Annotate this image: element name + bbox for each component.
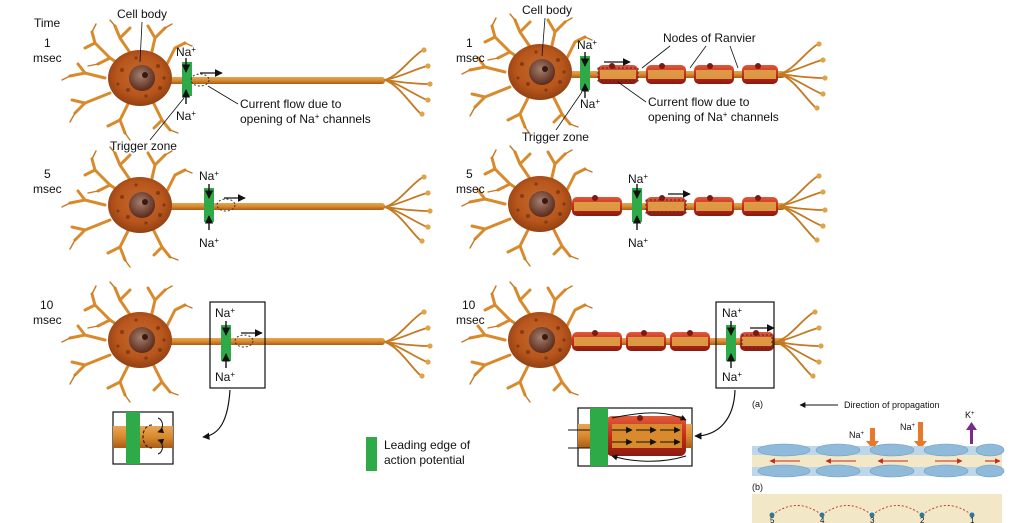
node-number: 3 [870,516,875,523]
na-label: Na+ [628,172,648,187]
time-label: Time [34,16,61,30]
left-annotations: Cell body Na+ Na+ Current flow due to op… [110,7,371,384]
na-label: Na+ [577,38,597,53]
zoom-box [209,301,266,389]
leading-edge-marker [221,325,231,361]
myelinated-neuron-1msec [460,12,829,136]
time-5-unit: msec [33,182,62,196]
time-10-number: 10 [40,298,54,312]
na-label: Na+ [215,306,235,321]
leading-edge-marker [726,325,736,361]
panel-a-label: (a) [752,399,763,409]
legend-label-1: Leading edge of [384,438,471,452]
leading-edge-marker [182,62,192,96]
na-label: Na+ [176,109,196,124]
cell-body-label: Cell body [522,3,572,17]
unmyelinated-neuron-1msec [60,18,434,142]
direction-label: Direction of propagation [844,400,940,410]
myelin-sheaths [572,330,774,351]
unmyelinated-zoom-inset [112,411,174,465]
node-number: 4 [820,516,825,523]
na-label: Na+ [722,370,742,385]
time-5-number: 5 [44,167,51,181]
time-10-unit-right: msec [456,313,485,327]
trigger-zone-label: Trigger zone [522,130,589,144]
inset-k-label: K+ [965,410,975,420]
node-number: 1 [970,516,975,523]
inset-na-label: Na+ [849,430,865,440]
myelinated-neuron-10msec [460,280,825,467]
legend: Leading edge of action potential [366,437,471,471]
nodes-of-ranvier-label: Nodes of Ranvier [663,31,756,45]
leading-edge-marker [632,188,642,222]
current-flow-label-2: opening of Na+ channels [648,110,779,125]
myelin-sheaths [572,195,778,216]
myelinated-neuron-5msec [460,144,829,268]
zoom-box [715,301,775,389]
current-flow-label: Current flow due to [648,95,750,109]
trigger-zone-label: Trigger zone [110,139,177,153]
na-label: Na+ [199,169,219,184]
time-1-unit: msec [33,51,62,65]
unmyelinated-column [60,18,434,465]
time-1-number: 1 [44,36,51,50]
leading-edge-marker [204,188,214,222]
myelin-sheaths [598,63,778,84]
time-axis: Time 1 msec 5 msec 10 msec 1 msec 5 msec… [33,16,485,327]
na-label: Na+ [176,45,196,60]
right-annotations: Cell body Nodes of Ranvier Na+ Na+ Curre… [522,3,779,384]
time-10-unit: msec [33,313,62,327]
unmyelinated-neuron-5msec [60,145,434,269]
leading-edge-marker [580,56,590,90]
time-5-unit-right: msec [456,182,485,196]
time-1-number-right: 1 [466,36,473,50]
time-10-number-right: 10 [462,298,476,312]
myelinated-zoom-inset [568,407,693,467]
na-label: Na+ [722,306,742,321]
myelinated-column [460,12,829,467]
current-flow-label: Current flow due to [240,97,342,111]
panel-b-label: (b) [752,482,763,492]
cell-body-label: Cell body [117,7,167,21]
node-number: 2 [920,516,925,523]
node-number: 5 [770,516,775,523]
legend-label-2: action potential [384,453,465,467]
na-label: Na+ [199,236,219,251]
na-label: Na+ [628,236,648,251]
na-label: Na+ [580,97,600,112]
na-label: Na+ [215,370,235,385]
propagation-inset: (a) Direction of propagation Na+ Na+ K+ [752,399,1005,523]
unmyelinated-neuron-10msec [60,280,434,465]
inset-na-label: Na+ [900,422,916,432]
current-flow-label-2: opening of Na+ channels [240,112,371,127]
time-1-unit-right: msec [456,51,485,65]
time-5-number-right: 5 [466,167,473,181]
legend-swatch [366,437,377,471]
